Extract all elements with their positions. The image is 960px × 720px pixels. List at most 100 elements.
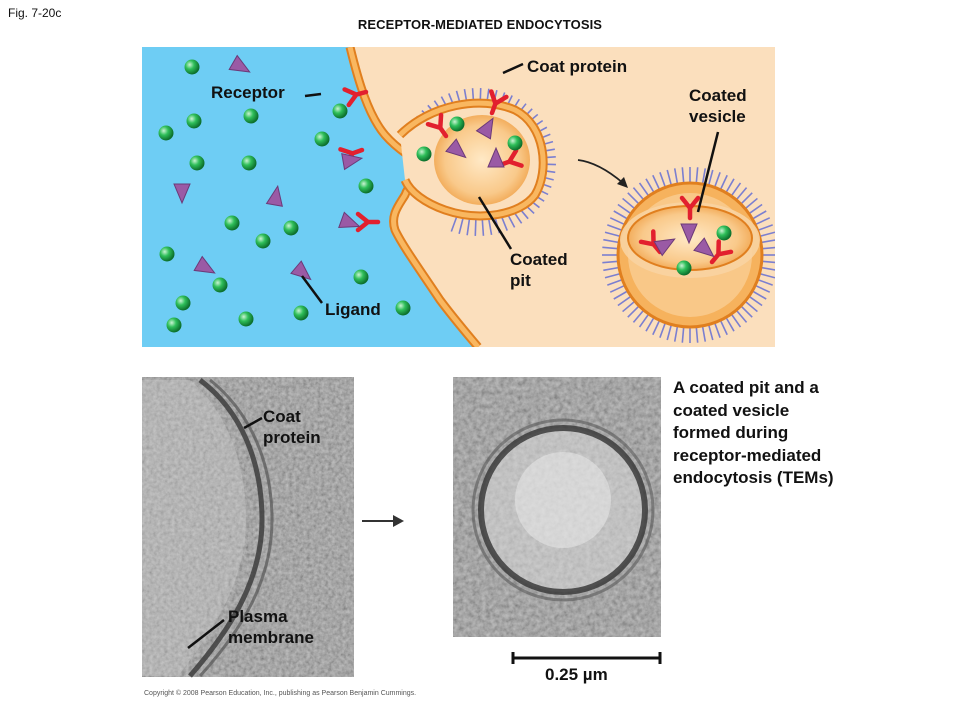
coat-spike [757,278,773,286]
coat-spike [617,203,632,215]
coat-spike [603,238,620,244]
coat-spike [627,192,640,205]
scale-bar [511,652,662,664]
coat-spike [748,203,763,215]
coat-spike [761,246,775,250]
coat-spike [754,284,771,293]
coat-spike [466,219,471,236]
ligand-sphere-icon [241,155,257,171]
coat-spike [751,210,767,220]
coat-spike [760,266,775,271]
ligand-sphere-icon [189,155,205,171]
coat-spike [609,217,626,226]
coat-spike [730,313,742,328]
ligand-sphere-icon [159,246,175,262]
ligand-sphere-icon [449,116,465,132]
coat-spike [681,326,685,343]
coat-spike [474,219,477,236]
ligand-triangle-icon [265,184,283,207]
ligand-triangle-icon [445,138,467,159]
coat-spike [730,182,742,197]
coat-spike [603,266,620,272]
coat-spike [695,326,699,343]
coat-spike [735,309,748,323]
ligand-sphere-icon [283,220,299,236]
ligand-sphere-icon [716,225,732,241]
ligand-sphere-icon [676,260,692,276]
coat-spike [659,322,667,338]
coated-pit [396,88,556,236]
ligand-sphere-icon [314,131,330,147]
coat-spike [759,272,775,279]
coat-spike [652,319,661,336]
coat-spike [607,278,623,286]
leader-lines [300,62,720,304]
coat-spike [751,290,767,300]
label-plasma-membrane: Plasma membrane [228,607,314,647]
ligand-triangle-icon [680,223,698,245]
ligand-sphere-icon [184,59,200,75]
coat-spike [645,178,655,194]
coat-spike [666,324,673,341]
ligand-triangle-icon [193,255,216,274]
coat-spike [666,169,673,186]
coat-spike [754,217,771,226]
coat-spike [695,167,699,184]
label-receptor: Receptor [211,83,285,102]
ligand-triangle-icon [290,260,312,281]
coat-spike [740,305,753,318]
coat-spike [744,197,758,210]
label-tem-coat-protein: Coat protein [263,407,321,447]
coat-spike [673,168,679,185]
pit-to-vesicle-arrow [577,159,624,184]
coat-spike [613,210,629,220]
coat-spike [707,169,714,186]
ligand-sphere-icon [416,146,432,162]
figure-number: Fig. 7-20c [8,6,62,20]
ligand-triangle-icon [487,146,505,168]
receptor-icon [342,87,369,108]
coat-spike [760,239,775,244]
ligand-sphere-icon [332,103,348,119]
coat-spike [622,197,636,210]
schematic-panel [142,47,775,347]
coat-spike [652,174,661,191]
coat-spike [748,295,763,307]
coat-spike [500,215,508,231]
ligand-sphere-icon [186,113,202,129]
coat-spike [638,313,650,328]
ligand-sphere-icon [358,178,374,194]
coat-spike [681,167,685,184]
coat-spike [713,172,721,188]
coat-spike [450,216,458,232]
coat-spike [759,231,775,238]
coat-spike [707,324,714,341]
coat-spike [740,192,753,205]
ligand-sphere-icon [255,233,271,249]
ligand-sphere-icon [395,300,411,316]
ligand-triangle-icon [228,54,251,73]
coat-spike [627,305,640,318]
ligand-sphere-icon [353,269,369,285]
coat-spike [487,218,493,236]
coat-spike [458,218,464,234]
label-coated-vesicle: Coated vesicle [689,86,747,126]
coat-spike [713,322,721,338]
coat-spike [632,187,645,201]
ligand-triangle-icon [338,211,361,228]
coat-spike [617,295,632,307]
coat-spike [604,231,621,238]
receptor-icon [679,195,701,221]
coat-spike [744,300,758,313]
coat-spike [725,316,735,332]
coat-spike [632,309,645,323]
coat-spike [701,325,707,342]
coat-spike [757,224,773,232]
coat-spike [719,319,728,336]
ligand-sphere-icon [212,277,228,293]
copyright-notice: Copyright © 2008 Pearson Education, Inc.… [144,690,417,697]
receptor-icon [425,112,449,139]
coat-spike [645,316,655,332]
coat-spike [607,224,623,232]
